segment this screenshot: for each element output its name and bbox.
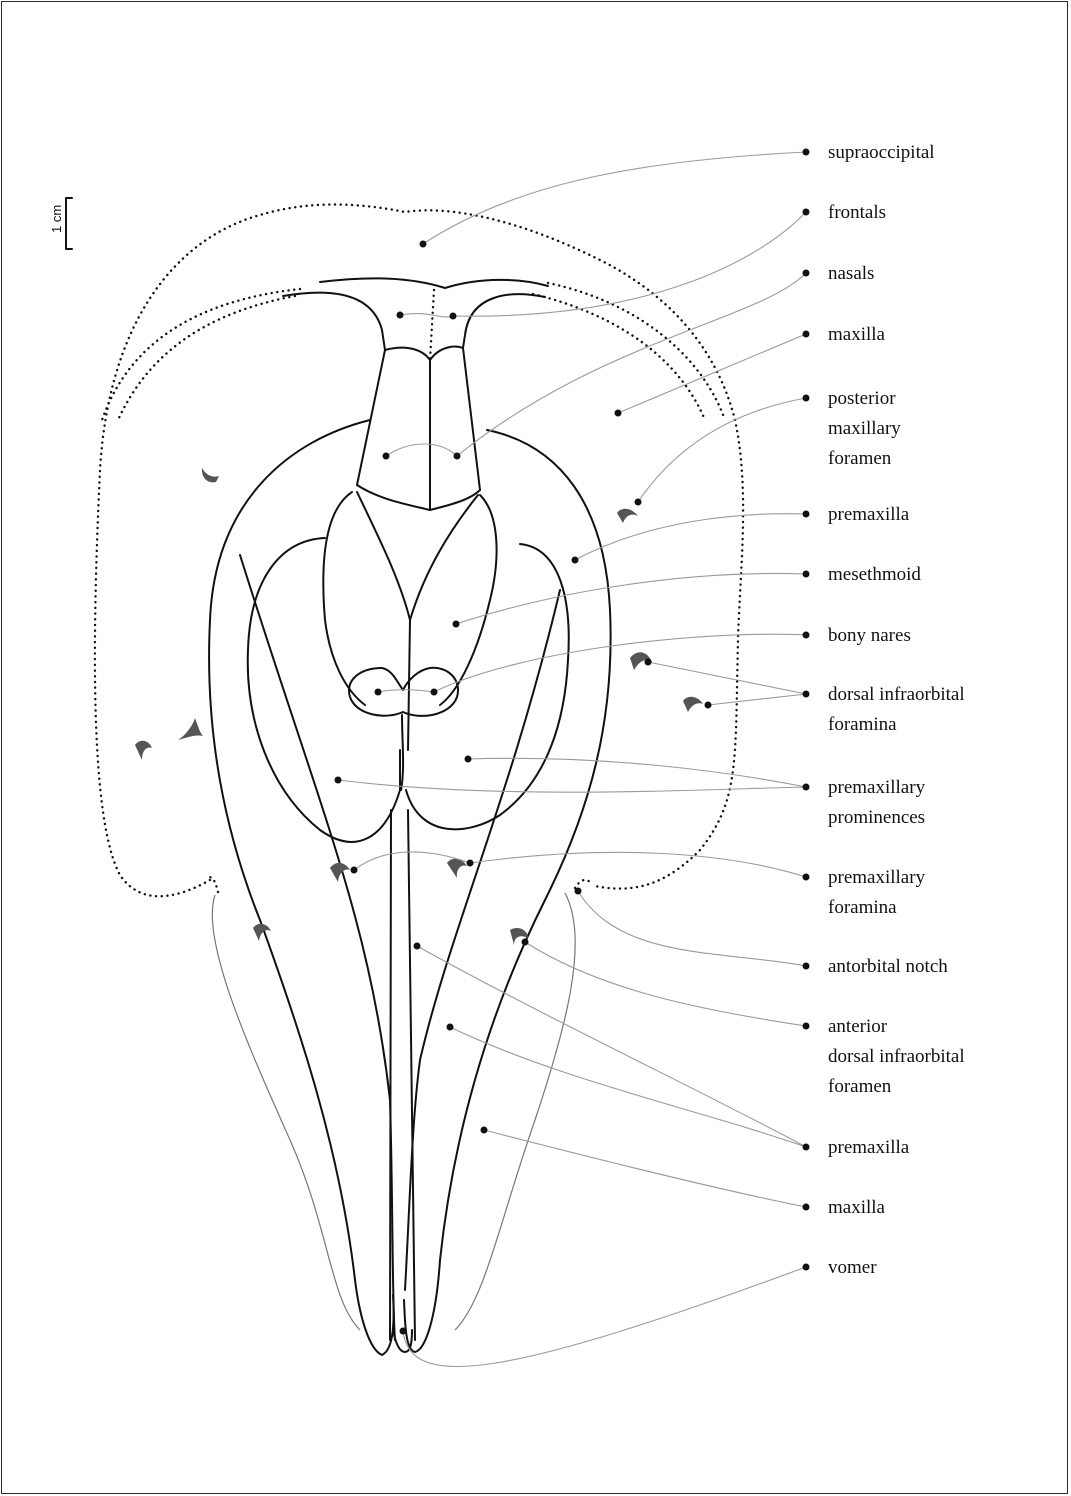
label-supraoccipital: supraoccipital [828,142,935,163]
scale-bar: 1 cm [49,198,72,249]
rostrum-outline [209,278,611,1355]
label-dot-premaxillary-foramina [803,874,810,881]
foramen-mark-7 [330,863,350,882]
foramen-mark-8 [447,859,467,878]
label-dot-posterior-maxillary-foramen [803,395,810,402]
label-mesethmoid: mesethmoid [828,564,921,585]
label-dot-frontals [803,209,810,216]
leader-lines [338,152,806,1367]
label-maxilla-bottom: maxilla [828,1197,886,1218]
label-dot-mesethmoid [803,571,810,578]
label-premaxillary-prominences-line-1: premaxillary [828,777,926,798]
label-dot-dorsal-infraorbital-foramina [803,691,810,698]
label-nasals: nasals [828,263,874,284]
label-list: supraoccipital frontals nasals maxilla poste… [803,142,965,1278]
label-dot-antorbital-notch [803,963,810,970]
label-posterior-maxillary-foramen-line-2: maxillary [828,418,901,439]
label-premaxilla-bottom: premaxilla [828,1137,910,1158]
label-anterior-dorsal-infraorbital-foramen-line-2: dorsal infraorbital [828,1046,965,1067]
label-dot-premaxillary-prominences [803,784,810,791]
label-antorbital-notch: antorbital notch [828,956,948,977]
foramen-mark-5 [135,741,152,760]
label-premaxillary-foramina-line-2: foramina [828,897,897,918]
label-anterior-dorsal-infraorbital-foramen-line-1: anterior [828,1016,888,1037]
label-dot-premaxilla-bottom [803,1144,810,1151]
cranium-outline [95,205,743,897]
label-premaxilla-top: premaxilla [828,504,910,525]
foramina-marks [135,468,703,945]
label-posterior-maxillary-foramen-line-1: posterior [828,388,896,409]
label-maxilla-top: maxilla [828,324,886,345]
label-dot-nasals [803,270,810,277]
label-vomer: vomer [828,1257,877,1278]
label-dot-supraoccipital [803,149,810,156]
scale-bar-text: 1 cm [49,205,64,233]
label-dot-maxilla-top [803,331,810,338]
mesethmoid-region [248,492,569,842]
label-bony-nares: bony nares [828,625,911,646]
label-dot-bony-nares [803,632,810,639]
label-posterior-maxillary-foramen-line-3: foramen [828,448,892,469]
label-dot-anterior-dorsal-infraorbital-foramen [803,1023,810,1030]
label-dorsal-infraorbital-foramina-line-1: dorsal infraorbital [828,684,965,705]
foramen-mark-9 [253,924,271,941]
label-anterior-dorsal-infraorbital-foramen-line-3: foramen [828,1076,892,1097]
label-premaxillary-foramina-line-1: premaxillary [828,867,926,888]
label-dot-vomer [803,1264,810,1271]
foramen-mark-6 [178,718,203,740]
label-premaxillary-prominences-line-2: prominences [828,807,925,828]
label-frontals: frontals [828,202,886,223]
foramen-mark-2 [617,509,638,523]
label-dot-maxilla-bottom [803,1204,810,1211]
foramen-mark-4 [683,697,703,712]
foramen-mark-1 [202,468,219,482]
label-dorsal-infraorbital-foramina-line-2: foramina [828,714,897,735]
label-dot-premaxilla-top [803,511,810,518]
